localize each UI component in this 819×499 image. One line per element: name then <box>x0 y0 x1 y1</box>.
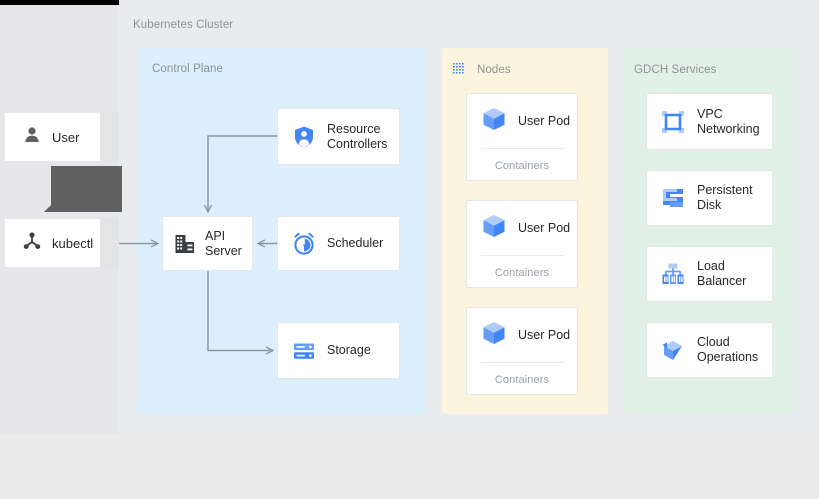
kubectl-card-shadow <box>101 218 119 268</box>
pod-card[interactable]: User Pod Containers <box>466 307 578 395</box>
user-card-shadow <box>101 112 119 162</box>
node-label-api-server: API Server <box>205 228 242 258</box>
pod-cube-icon <box>481 106 507 137</box>
pod-footer-label: Containers <box>494 267 550 279</box>
pod-divider <box>481 255 563 256</box>
service-label-cloud-operations: Cloud Operations <box>697 335 759 364</box>
pod-header: User Pod <box>467 201 577 255</box>
top-black-bar <box>0 0 119 5</box>
pod-footer-label: Containers <box>494 160 550 172</box>
shield-user-icon <box>292 125 316 149</box>
node-label-storage: Storage <box>327 343 371 357</box>
pod-cube-icon <box>481 213 507 244</box>
callout-tail <box>44 203 53 212</box>
left-background-panel <box>0 0 119 435</box>
service-card-vpc-networking[interactable]: VPC Networking <box>646 93 773 150</box>
clock-icon <box>292 232 316 256</box>
panel-nodes-title: Nodes <box>477 64 511 76</box>
actor-card-user[interactable]: User <box>5 112 101 162</box>
pod-label: User Pod <box>518 221 571 235</box>
node-card-scheduler[interactable]: Scheduler <box>277 216 400 271</box>
node-label-resource-controllers: Resource Controllers <box>327 121 388 151</box>
pod-label: User Pod <box>518 114 571 128</box>
pod-header: User Pod <box>467 308 577 362</box>
node-label-scheduler: Scheduler <box>327 236 384 250</box>
service-label-vpc-networking: VPC Networking <box>697 106 760 136</box>
pod-header: User Pod <box>467 94 577 148</box>
panel-gdch-services-title: GDCH Services <box>634 64 717 76</box>
user-icon <box>22 125 42 150</box>
actor-label-user: User <box>52 129 80 145</box>
panel-control-plane-title: Control Plane <box>152 63 223 75</box>
cluster-title: Kubernetes Cluster <box>133 19 234 31</box>
node-card-resource-controllers[interactable]: Resource Controllers <box>277 108 400 165</box>
service-card-cloud-operations[interactable]: Cloud Operations <box>646 322 773 378</box>
node-card-storage[interactable]: Storage <box>277 322 400 379</box>
service-card-persistent-disk[interactable]: Persistent Disk <box>646 170 773 226</box>
node-grid-icon <box>452 62 466 81</box>
pod-card[interactable]: User Pod Containers <box>466 93 578 181</box>
pod-divider <box>481 362 563 363</box>
pod-cube-icon <box>481 320 507 351</box>
service-card-load-balancer[interactable]: Load Balancer <box>646 246 773 302</box>
actor-label-kubectl: kubectl <box>52 235 94 251</box>
node-card-api-server[interactable]: API Server <box>162 216 253 271</box>
cloud-operations-icon <box>661 338 685 362</box>
callout-block <box>51 166 122 212</box>
kubectl-icon <box>22 231 42 256</box>
persistent-disk-icon <box>661 186 685 210</box>
pod-footer-label: Containers <box>494 374 550 386</box>
service-label-persistent-disk: Persistent Disk <box>697 183 753 212</box>
actor-card-kubectl[interactable]: kubectl <box>5 218 101 268</box>
pod-card[interactable]: User Pod Containers <box>466 200 578 288</box>
load-balancer-icon <box>661 262 685 286</box>
pod-divider <box>481 148 563 149</box>
vpc-networking-icon <box>661 110 685 134</box>
api-server-icon <box>174 233 196 255</box>
pod-label: User Pod <box>518 328 571 342</box>
database-icon <box>292 339 316 363</box>
service-label-load-balancer: Load Balancer <box>697 259 747 288</box>
